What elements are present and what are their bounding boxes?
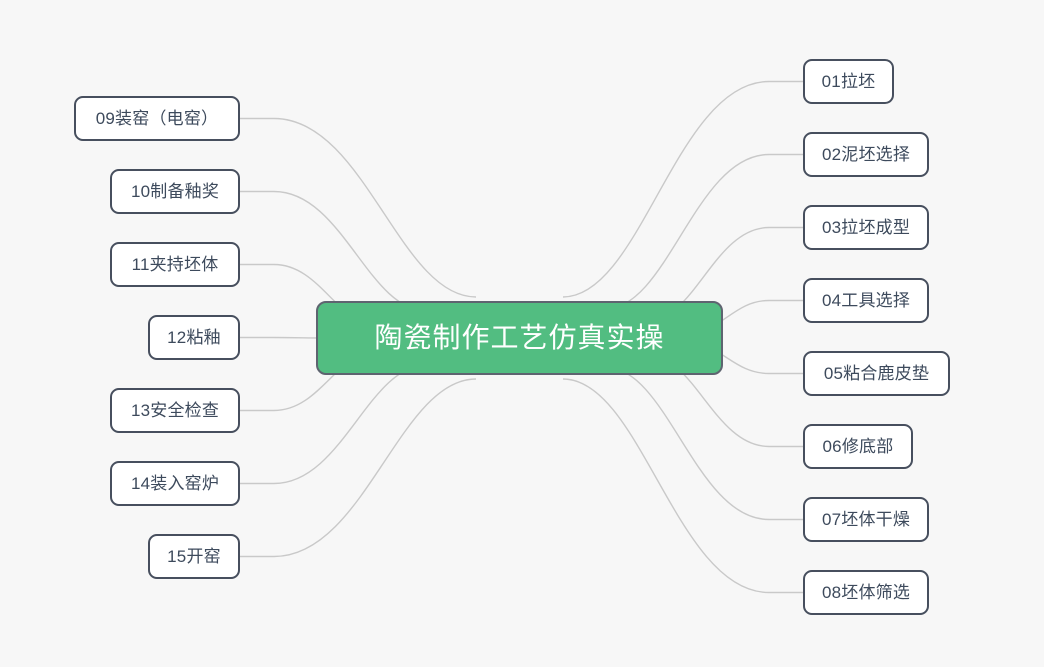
connector-line: [240, 336, 327, 339]
topic-node-label: 11夹持坯体: [131, 255, 219, 274]
topic-node-label: 10制备釉奖: [130, 182, 220, 201]
topic-node-label: 14装入窑炉: [130, 474, 220, 493]
topic-node-label: 09装窑（电窑）: [95, 109, 219, 128]
connector-line: [240, 364, 427, 485]
topic-node-label: 02泥坯选择: [821, 145, 911, 164]
topic-node-label: 03拉坯成型: [821, 218, 911, 237]
topic-node[interactable]: 15开窑: [148, 534, 240, 579]
topic-node[interactable]: 06修底部: [803, 424, 913, 469]
topic-node[interactable]: 10制备釉奖: [110, 169, 240, 214]
central-topic-node[interactable]: 陶瓷制作工艺仿真实操: [316, 301, 723, 375]
connector-line: [562, 378, 803, 594]
topic-node[interactable]: 05粘合鹿皮垫: [803, 351, 950, 396]
topic-node[interactable]: 08坯体筛选: [803, 570, 929, 615]
topic-node[interactable]: 11夹持坯体: [110, 242, 240, 287]
topic-node[interactable]: 14装入窑炉: [110, 461, 240, 506]
topic-node-label: 07坯体干燥: [821, 510, 911, 529]
topic-node-label: 01拉坯: [821, 72, 876, 91]
connector-line: [605, 366, 803, 521]
topic-node-label: 05粘合鹿皮垫: [823, 364, 930, 383]
topic-node-label: 13安全检查: [130, 401, 220, 420]
topic-node[interactable]: 01拉坯: [803, 59, 894, 104]
connector-line: [240, 117, 477, 298]
topic-node-label: 06修底部: [822, 437, 894, 456]
connector-line: [240, 190, 427, 312]
topic-node-label: 08坯体筛选: [821, 583, 911, 602]
topic-node-label: 12粘釉: [167, 328, 221, 347]
connector-line: [562, 80, 803, 298]
topic-node[interactable]: 13安全检查: [110, 388, 240, 433]
topic-node[interactable]: 07坯体干燥: [803, 497, 929, 542]
topic-node[interactable]: 12粘釉: [148, 315, 240, 360]
topic-node[interactable]: 02泥坯选择: [803, 132, 929, 177]
topic-node[interactable]: 09装窑（电窑）: [74, 96, 240, 141]
central-topic-label: 陶瓷制作工艺仿真实操: [374, 322, 665, 353]
topic-node-label: 04工具选择: [821, 291, 911, 310]
topic-node[interactable]: 04工具选择: [803, 278, 929, 323]
connector-line: [240, 378, 477, 558]
connector-line: [605, 153, 803, 310]
topic-node[interactable]: 03拉坯成型: [803, 205, 929, 250]
topic-node-label: 15开窑: [167, 547, 221, 566]
